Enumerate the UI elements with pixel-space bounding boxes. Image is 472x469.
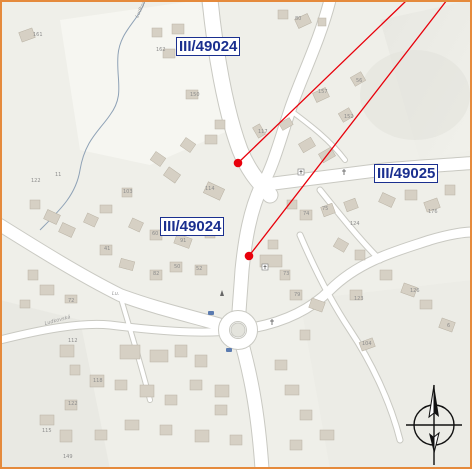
house-number: 103 [123,189,133,195]
house-number: 73 [283,271,289,277]
house-number: 149 [63,454,73,460]
house-number: 123 [354,296,364,302]
pointer-point-a[interactable] [233,158,243,168]
cross-icon [342,169,346,175]
pointer-line-b [248,0,448,257]
house-number: 122 [31,178,41,184]
church-icon [297,168,305,176]
house-number: 112 [68,338,78,344]
house-number: 114 [205,186,215,192]
street-name: Lu. [112,291,120,297]
house-number: 72 [68,298,74,304]
house-number: 41 [104,246,110,252]
house-number: 126 [410,288,420,294]
house-number: 6 [447,323,450,329]
house-number: 122 [68,401,78,407]
north-arrow-icon [406,384,462,465]
house-number: 104 [362,341,372,347]
road-label-iii-49025: III/49025 [374,164,439,183]
pointer-lines [233,0,448,261]
bus-stop-icon [208,311,214,315]
house-number: 117 [258,129,268,135]
stream [39,0,146,231]
house-number: 152 [344,114,354,120]
house-number: 162 [156,47,166,53]
house-number: 80 [295,16,301,22]
house-number: 11 [55,172,61,178]
house-number: 50 [174,264,180,270]
pointer-point-b[interactable] [244,251,254,261]
house-number: 118 [93,378,103,384]
bus-stop-icon [226,348,232,352]
house-number: 75 [322,206,328,212]
house-number: 82 [153,271,159,277]
house-number: 176 [428,209,438,215]
pointer-line-a [237,0,408,164]
house-number: 157 [318,89,328,95]
house-number: 56 [356,78,362,84]
house-number: 124 [350,221,360,227]
road-label-iii-49024-north: III/49024 [176,37,241,56]
house-number: 150 [190,92,200,98]
parking-icon [220,290,224,296]
chapel-icon [261,263,269,271]
road-label-iii-49024-south: III/49024 [160,217,225,236]
house-number: 115 [42,428,52,434]
house-number-labels: 161 150 162 80 56 157 152 117 114 11 103… [31,16,450,460]
house-number: 52 [196,266,202,272]
house-number: 74 [303,211,309,217]
house-number: 60 [152,231,158,237]
house-number: 161 [33,32,43,38]
cross-icon [270,319,274,325]
house-number: 91 [180,238,186,244]
buildings [18,9,456,451]
house-number: 79 [294,292,300,298]
